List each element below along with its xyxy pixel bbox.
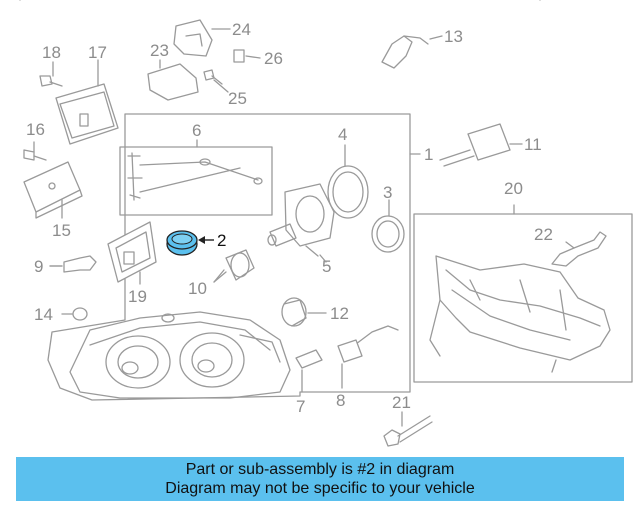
part-6-leveling-linkage [119, 139, 273, 216]
part-labels: 1 2 3 4 5 6 7 8 9 10 11 12 13 14 15 16 1… [26, 20, 553, 416]
part-14-clip [61, 307, 88, 321]
label-1: 1 [424, 145, 433, 164]
headlamp-housing-outline [47, 113, 421, 401]
label-20: 20 [504, 179, 523, 198]
part-5-actuator [267, 183, 335, 257]
part-13-bulb [381, 35, 443, 69]
label-10: 10 [188, 279, 207, 298]
part-17-ballast [55, 59, 119, 145]
banner-line-1: Part or sub-assembly is #2 in diagram [185, 461, 455, 478]
parts-diagram: 1 2 3 4 5 6 7 8 9 10 11 12 13 14 15 16 1… [19, 0, 633, 447]
part-12-bulb-socket [281, 297, 327, 327]
label-12: 12 [330, 304, 349, 323]
label-13: 13 [444, 27, 463, 46]
label-25: 25 [228, 89, 247, 108]
part-4-ring [327, 144, 369, 219]
part-15-control-module [23, 161, 83, 219]
label-leaders [19, 0, 541, 283]
label-2: 2 [217, 231, 226, 250]
label-18: 18 [42, 43, 61, 62]
label-9: 9 [34, 257, 43, 276]
label-16: 16 [26, 120, 45, 139]
part-16-screw [23, 141, 47, 161]
part-21-bolt [383, 411, 433, 447]
part-11-xenon-bulb [439, 123, 523, 167]
part-20-mounting-tray [413, 204, 633, 383]
part-24-bracket [173, 19, 231, 57]
part-25-screw [203, 69, 223, 85]
part-9-bulb [49, 255, 97, 273]
headlamp-lens [69, 311, 291, 399]
part-26-clip [233, 49, 261, 63]
label-7: 7 [296, 397, 305, 416]
label-3: 3 [383, 183, 392, 202]
banner-line-2: Diagram may not be specific to your vehi… [165, 480, 475, 497]
label-21: 21 [392, 393, 411, 412]
label-23: 23 [150, 41, 169, 60]
label-5: 5 [322, 257, 331, 276]
label-26: 26 [264, 49, 283, 68]
part-22-sensor [551, 231, 607, 267]
part-10-bulb-socket [213, 249, 255, 283]
label-6: 6 [192, 121, 201, 140]
part-3-ring [371, 199, 405, 253]
part-19-cover [107, 221, 157, 285]
label-11: 11 [524, 135, 542, 154]
label-17: 17 [88, 43, 107, 62]
label-24: 24 [232, 20, 251, 39]
label-4: 4 [338, 125, 347, 144]
part-2-seal-highlighted[interactable] [166, 230, 214, 256]
part-23-module [147, 59, 199, 101]
part-18-screw [39, 61, 63, 87]
label-8: 8 [336, 391, 345, 410]
label-14: 14 [34, 305, 53, 324]
info-banner: Part or sub-assembly is #2 in diagram Di… [16, 457, 624, 501]
label-19: 19 [128, 287, 147, 306]
part-8-socket-wire [337, 325, 399, 389]
label-15: 15 [52, 221, 71, 240]
part-7-small-bulb [295, 349, 323, 393]
label-22: 22 [534, 225, 553, 244]
